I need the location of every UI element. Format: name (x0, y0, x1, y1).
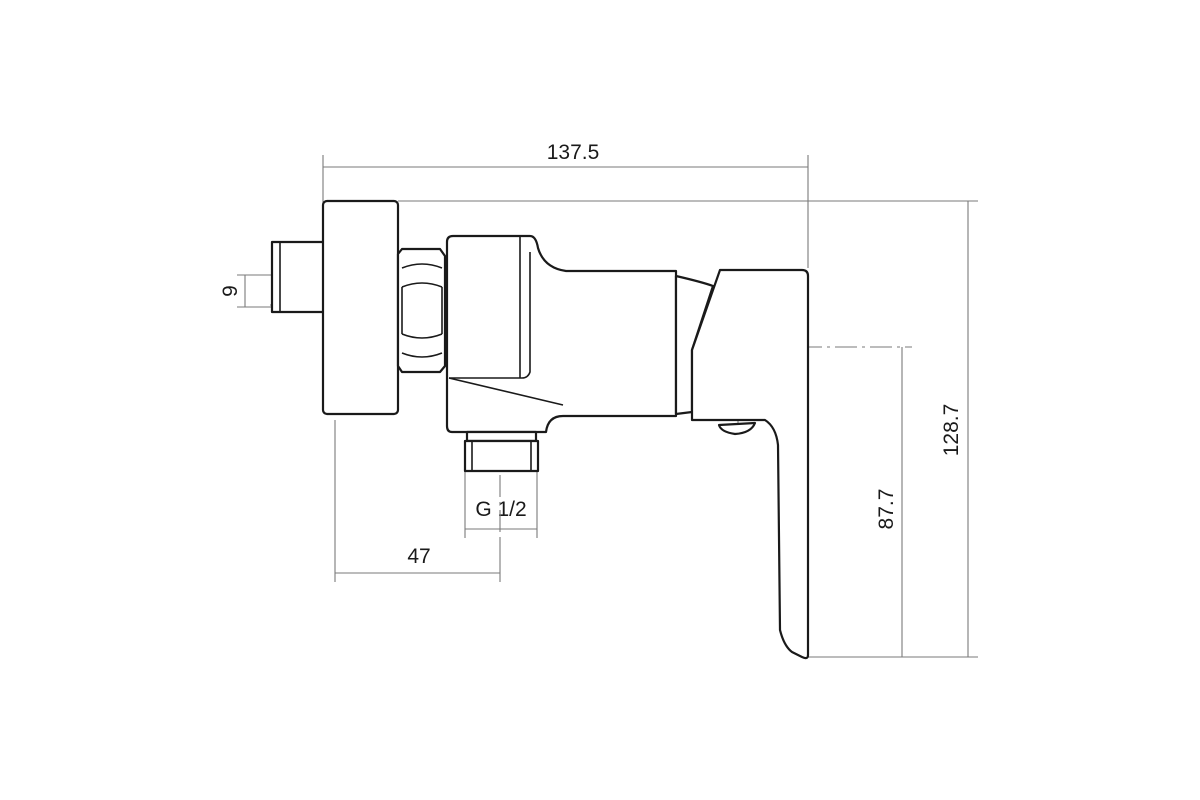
dim-label-overall-width: 137.5 (547, 141, 600, 164)
dimension-outlet-thread: G 1/2 (464, 470, 538, 538)
dimension-overall-width: 137.5 (322, 141, 809, 268)
dim-label-outlet-thread: G 1/2 (475, 498, 526, 521)
lever-handle (690, 268, 810, 660)
dimension-overall-height: 128.7 (398, 200, 978, 658)
hex-nut (396, 247, 447, 374)
wall-flange (321, 199, 400, 416)
dim-label-overall-height: 128.7 (940, 404, 963, 457)
mixer-body (445, 234, 678, 434)
dim-label-inlet-size: 9 (219, 285, 242, 297)
dim-label-inlet-offset: 47 (407, 545, 430, 568)
outlet-connector (463, 430, 540, 473)
inlet-pipe (270, 240, 326, 314)
lever-pivot (717, 421, 757, 436)
dim-label-lever-height: 87.7 (875, 489, 898, 530)
dimension-inlet-offset: 47 (334, 420, 501, 582)
